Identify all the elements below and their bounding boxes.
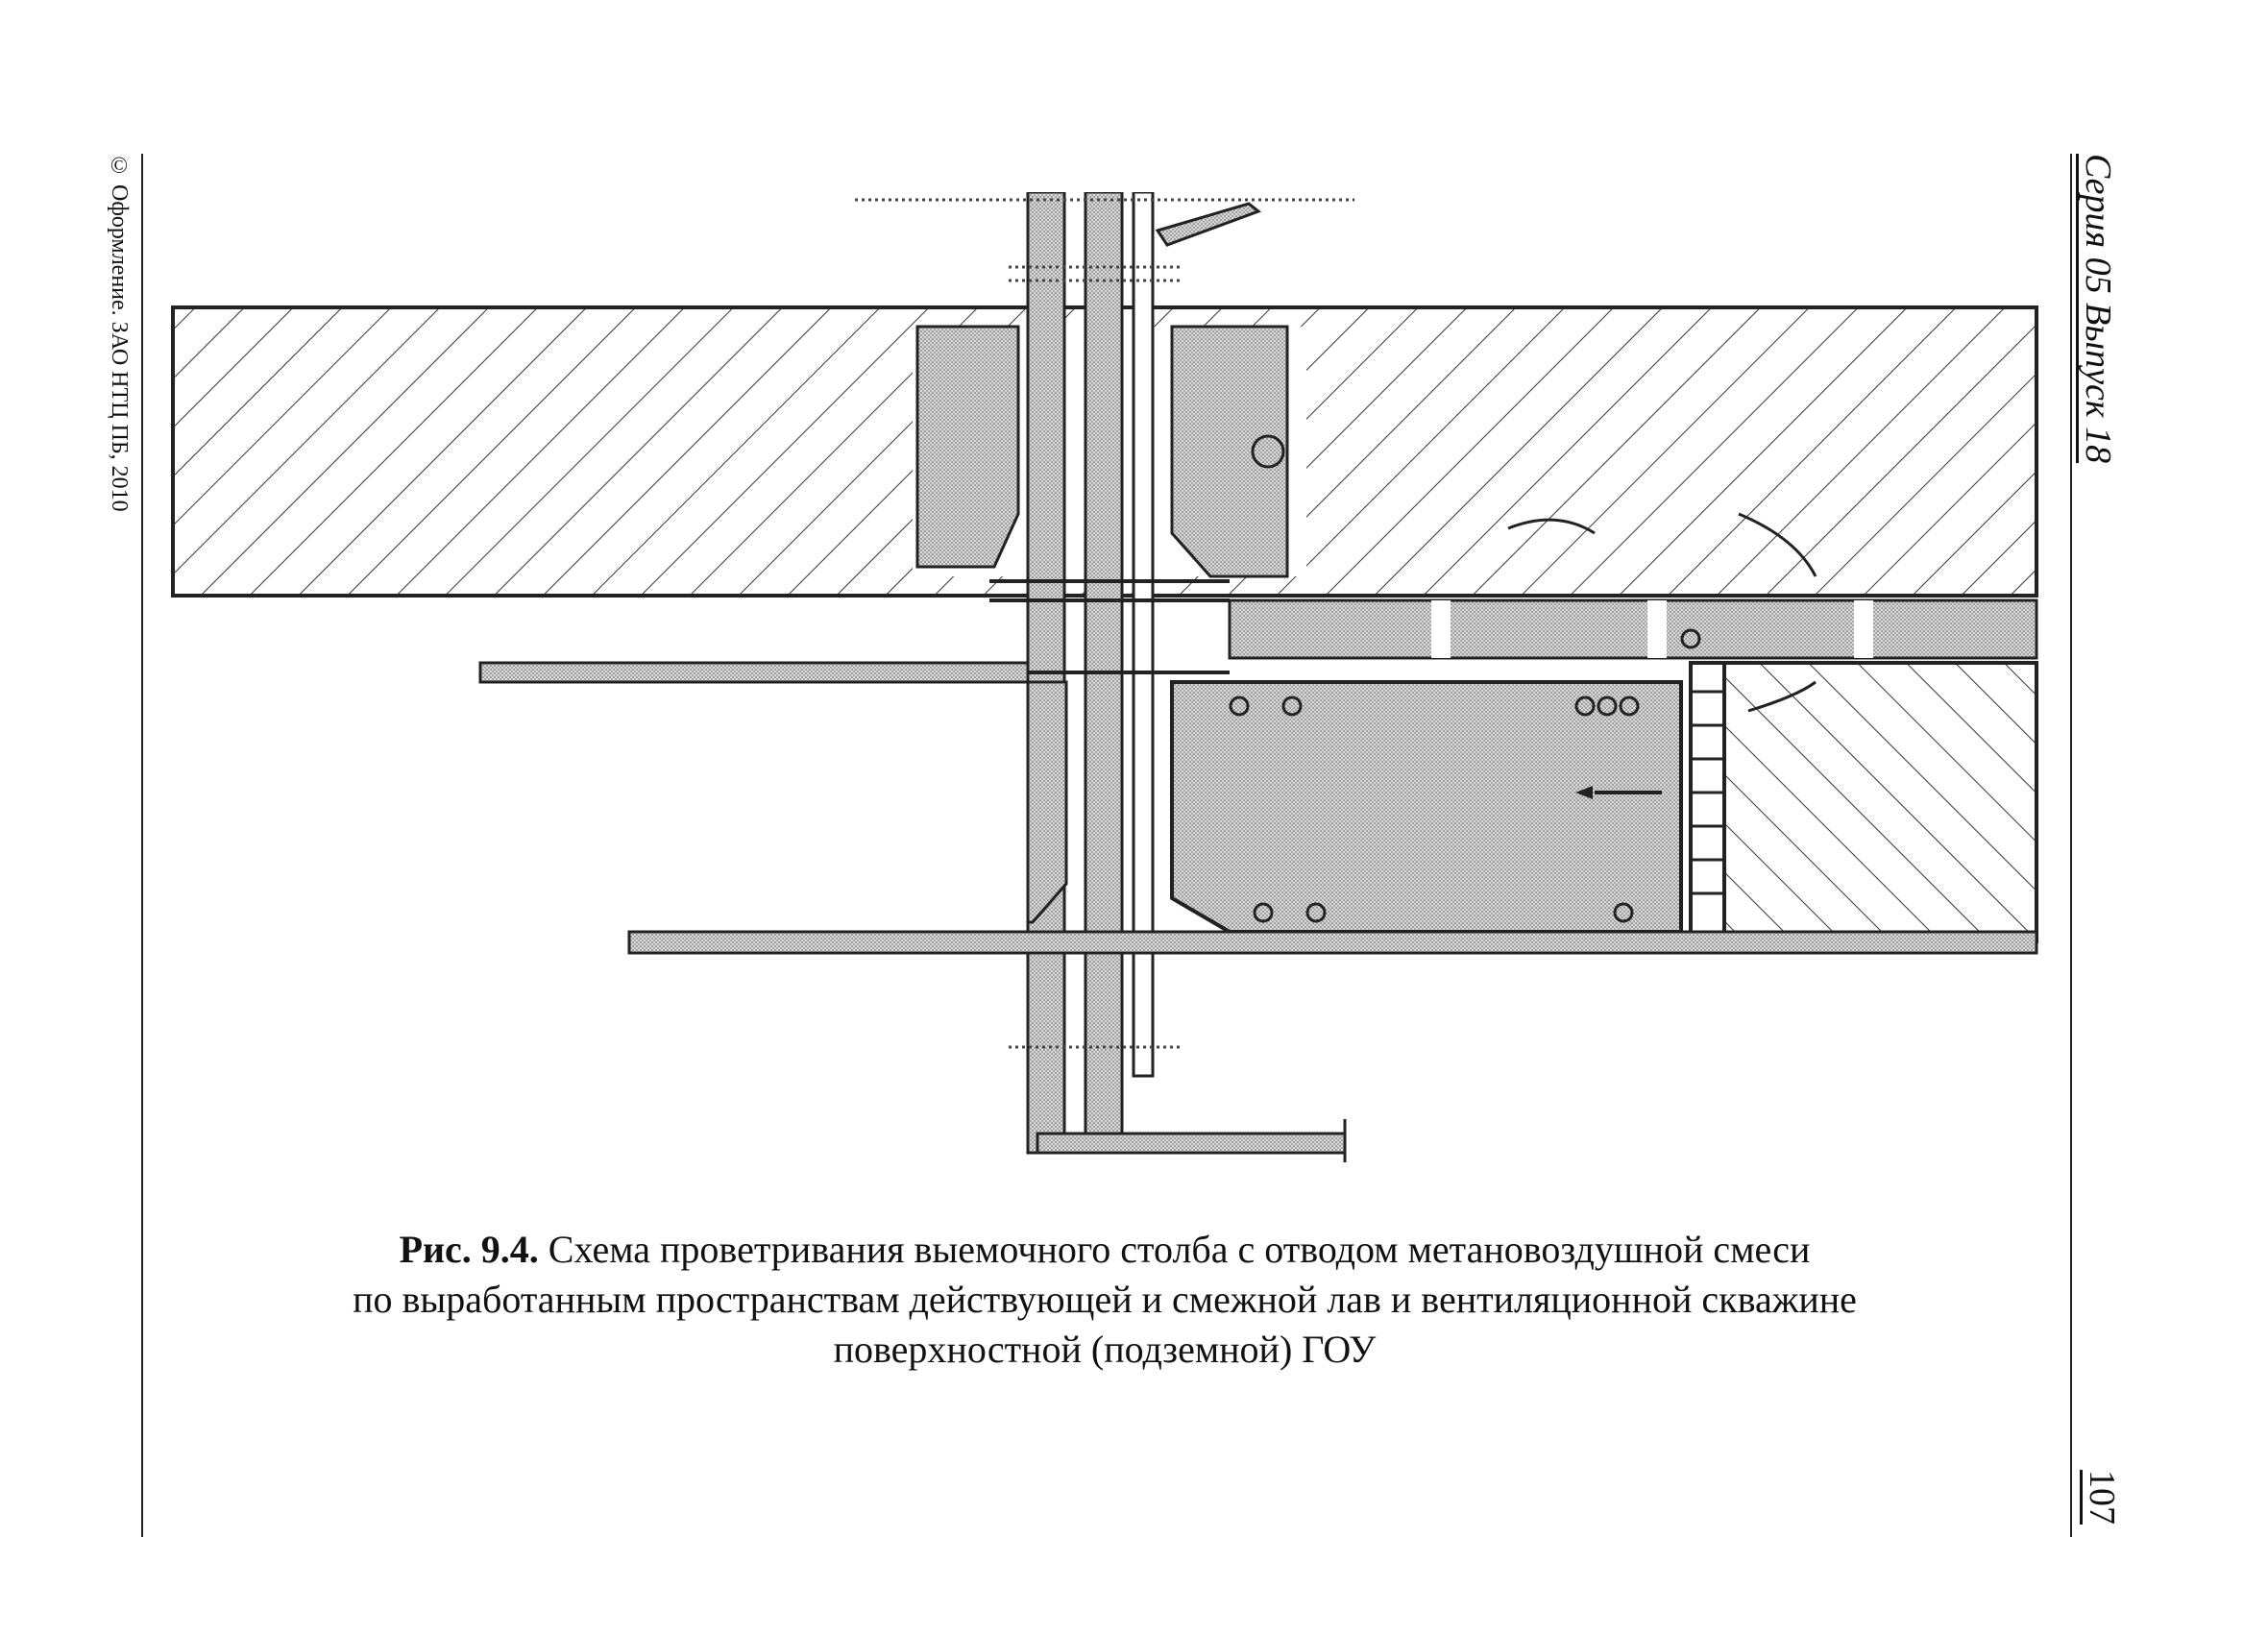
top-dotted-lines xyxy=(855,198,1354,282)
caption-text-1: Схема проветривания выемочного столба с … xyxy=(548,1228,1811,1271)
lower-goaf-block xyxy=(1722,661,2038,943)
well-markers xyxy=(1229,434,1701,923)
caption-line-2: по выработанным пространствам действующе… xyxy=(353,1278,1857,1321)
upper-gray-zone xyxy=(915,325,1289,578)
lower-roadway xyxy=(627,930,2038,955)
left-margin-rule xyxy=(141,154,143,1537)
left-roadway-upper xyxy=(478,661,1230,684)
bottom-lines xyxy=(1009,1045,1347,1162)
page-number: 107 xyxy=(2082,1470,2122,1525)
caption-line-1: Рис. 9.4. Схема проветривания выемочного… xyxy=(192,1225,2017,1275)
active-longwall-panel xyxy=(1026,680,1683,934)
conveyor-drift xyxy=(989,579,2038,660)
figure-caption: Рис. 9.4. Схема проветривания выемочного… xyxy=(192,1225,2017,1375)
copyright-note: © Оформление. ЗАО НТЦ ПБ, 2010 xyxy=(107,154,132,512)
caption-line-3: поверхностной (подземной) ГОУ xyxy=(833,1328,1377,1371)
airflow-arrows xyxy=(1507,512,1817,713)
ventilation-scheme-diagram xyxy=(171,192,2038,1162)
right-margin-rule xyxy=(2070,154,2072,1537)
ladder-pillar xyxy=(1689,661,1726,943)
series-header: Серия 05 Выпуск 18 xyxy=(2078,154,2118,464)
figure-label: Рис. 9.4. xyxy=(399,1228,539,1271)
